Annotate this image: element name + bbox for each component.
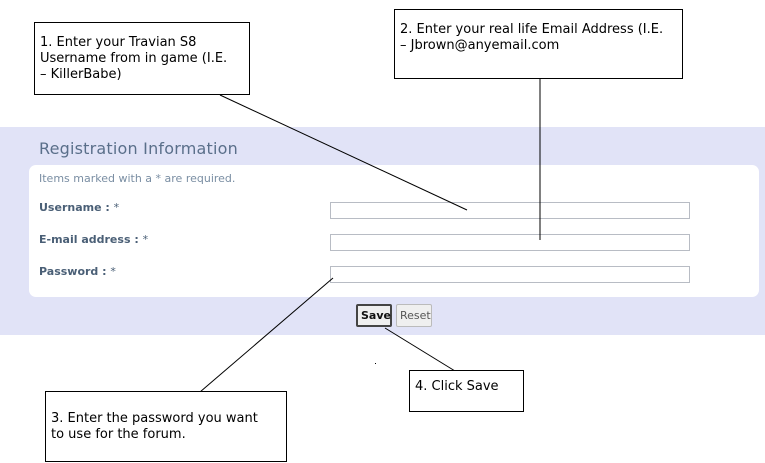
password-label: Password : * (39, 265, 116, 278)
callout-password: 3. Enter the password you want to use fo… (45, 391, 287, 462)
email-label-text: E-mail address : (39, 233, 139, 246)
username-label: Username : * (39, 201, 119, 214)
password-input[interactable] (330, 266, 690, 283)
reset-button[interactable]: Reset (396, 304, 432, 327)
callout-password-line-2: to use for the forum. (51, 427, 186, 442)
callout-email-line-1: 2. Enter your real life Email Address (I… (400, 22, 664, 37)
callout-username-line-2: Username from in game (I.E. (40, 51, 228, 66)
required-fields-note: Items marked with a * are required. (39, 172, 236, 185)
username-label-text: Username : (39, 201, 110, 214)
password-label-text: Password : (39, 265, 107, 278)
callout-save: 4. Click Save (409, 370, 524, 412)
email-input[interactable] (330, 234, 690, 251)
password-required-marker: * (110, 265, 116, 278)
username-input[interactable] (330, 202, 690, 219)
email-label: E-mail address : * (39, 233, 148, 246)
callout-username: 1. Enter your Travian S8 Username from i… (34, 22, 250, 95)
callout-email: 2. Enter your real life Email Address (I… (394, 9, 683, 79)
stray-dot (375, 363, 376, 364)
leader-line-username (219, 94, 468, 211)
callout-username-line-3: – KillerBabe) (40, 67, 122, 82)
registration-title: Registration Information (39, 139, 238, 158)
leader-line-password (199, 277, 334, 393)
save-button[interactable]: Save (356, 304, 392, 327)
callout-save-line-1: 4. Click Save (415, 379, 499, 394)
callout-password-line-1: 3. Enter the password you want (51, 411, 258, 426)
callout-email-line-2: – Jbrown@anyemail.com (400, 38, 560, 53)
callout-username-line-1: 1. Enter your Travian S8 (40, 35, 197, 50)
username-required-marker: * (113, 201, 120, 214)
leader-line-save (384, 327, 456, 372)
email-required-marker: * (142, 233, 149, 246)
